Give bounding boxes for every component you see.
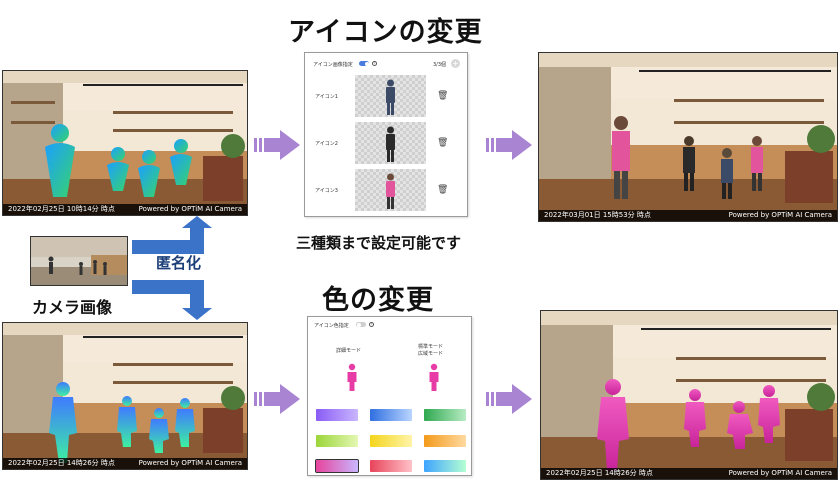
color-swatch[interactable] [424,409,466,421]
scene-caption: 2022年02月25日 10時14分 時点 Powered by OPTiM A… [3,204,247,215]
anonymize-arrow [132,216,212,320]
scene-icons-before: 2022年02月25日 10時14分 時点 Powered by OPTiM A… [2,70,248,216]
icon-panel-header: アイコン画像指定 [313,62,353,68]
color-swatch[interactable] [315,459,359,473]
pin-icons [45,124,192,197]
color-swatch[interactable] [370,409,412,421]
trash-icon[interactable]: 🗑 [437,91,449,101]
scene-caption: 2022年02月25日 14時26分 時点 Powered by OPTiM A… [3,458,247,469]
powered-by: Powered by OPTiM AI Camera [138,459,242,467]
icon-counter: 3/3個 [433,62,447,68]
person-icon [386,79,395,115]
anonymize-label: 匿名化 [156,254,202,272]
icon-settings-panel: アイコン画像指定 ? 3/3個 + アイコン1 🗑 アイコン2 🗑 アイコン3 … [304,52,468,217]
person-icon [347,363,357,391]
powered-by: Powered by OPTiM AI Camera [138,205,242,213]
color-settings-panel: アイコン色指定 ? 詳細モード 標準モード 広域モード [307,316,472,476]
color-swatch[interactable] [424,460,466,472]
add-icon-button[interactable]: + [451,59,460,68]
camera-image-label: カメラ画像 [32,298,113,317]
icon-thumbnail[interactable] [355,122,426,164]
title-color-change: 色の変更 [322,285,434,316]
cafe-background [541,311,837,479]
scene-caption: 2022年03月01日 15時53分 時点 Powered by OPTiM A… [539,210,837,221]
scene-icons-after: 2022年03月01日 15時53分 時点 Powered by OPTiM A… [538,52,838,222]
wide-mode-label: 広域モード [418,351,444,357]
color-toggle[interactable] [356,322,366,327]
timestamp: 2022年02月25日 10時14分 時点 [8,205,115,213]
trash-icon[interactable]: 🗑 [437,138,449,148]
silhouettes-gradient [49,382,195,463]
scene-colors-before: 2022年02月25日 14時26分 時点 Powered by OPTiM A… [2,322,248,470]
timestamp: 2022年02月25日 14時26分 時点 [546,469,653,477]
arrow-right-icon [254,384,300,414]
trash-icon[interactable]: 🗑 [437,185,449,195]
scene-caption: 2022年02月25日 14時26分 時点 Powered by OPTiM A… [541,468,837,479]
icon-row-label: アイコン3 [315,188,338,194]
person-icon [386,126,395,162]
arrow-right-icon [486,384,532,414]
icon-toggle[interactable] [359,61,369,66]
color-panel-header: アイコン色指定 [314,323,349,329]
silhouettes-magenta [597,379,780,471]
standard-mode-label: 標準モード [418,344,444,350]
timestamp: 2022年02月25日 14時26分 時点 [8,459,115,467]
arrow-right-icon [254,130,300,160]
color-swatch[interactable] [316,435,358,447]
detail-mode-label: 詳細モード [336,348,362,354]
scene-colors-after: 2022年02月25日 14時26分 時点 Powered by OPTiM A… [540,310,838,480]
arrow-right-icon [486,130,532,160]
person-icons [612,116,763,199]
color-swatch[interactable] [424,435,466,447]
person-icon [429,363,439,391]
person-icon [386,173,395,209]
help-icon[interactable]: ? [372,61,377,66]
camera-photo [31,237,127,285]
timestamp: 2022年03月01日 15時53分 時点 [544,211,651,219]
title-icon-change: アイコンの変更 [288,17,483,48]
icon-thumbnail[interactable] [355,75,426,117]
help-icon[interactable]: ? [369,322,374,327]
color-swatch[interactable] [316,409,358,421]
color-swatch[interactable] [370,460,412,472]
powered-by: Powered by OPTiM AI Camera [728,211,832,219]
powered-by: Powered by OPTiM AI Camera [728,469,832,477]
icon-row-label: アイコン2 [315,141,338,147]
color-swatch[interactable] [370,435,412,447]
icon-note: 三種類まで設定可能です [296,234,462,252]
camera-image [30,236,128,286]
icon-row-label: アイコン1 [315,94,338,100]
icon-thumbnail[interactable] [355,169,426,211]
